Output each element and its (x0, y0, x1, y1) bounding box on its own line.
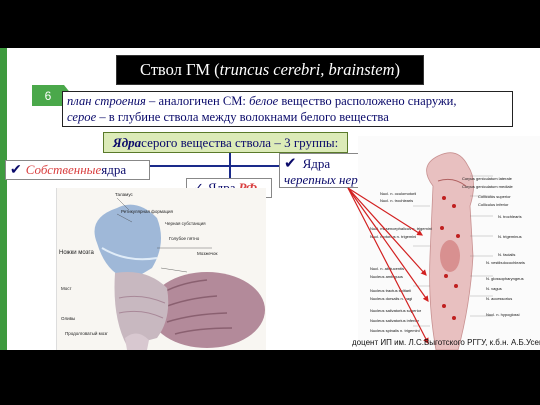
label-bl-spot: Голубое пятно (169, 236, 200, 241)
groups-bold: Ядра (112, 134, 142, 150)
brain-drawing (94, 197, 265, 350)
brainstem-illustration: Corpus geniculatum laterale Corpus genic… (358, 136, 540, 350)
stem-label: Colliculus inferior (478, 202, 509, 207)
stem-label: Nucleus ambiguus (370, 274, 403, 279)
label-gray-sub: Черная субстанция (165, 221, 206, 226)
pointer-line (160, 267, 188, 273)
medulla-shape (125, 333, 149, 350)
plan-text-1: – аналогичен СМ: (145, 94, 250, 108)
stem-label: N. vagus (486, 286, 502, 291)
label-reticular: Ретикулярная формация (121, 209, 173, 214)
label-cerebellum: Мозжечок (197, 251, 218, 256)
plan-white-term: белое (249, 94, 279, 108)
leader-lines (413, 175, 493, 327)
arrow (347, 187, 424, 236)
stem-label: Nucleus tractus solitarii (370, 288, 412, 293)
stem-label: Nucleus spinalis n. trigemini (370, 328, 420, 333)
stem-label: Nucl. n. oculomotorii (380, 191, 417, 196)
check-icon: ✓ (193, 180, 204, 196)
slide-number-badge: 6 (32, 85, 72, 106)
slide-number: 6 (44, 88, 52, 103)
author-footer: доцент ИП им. Л.С.Выготского РГГУ, к.б.н… (352, 338, 540, 347)
slide: 6 Ствол ГМ (truncus cerebri, brainstem) … (0, 48, 540, 350)
plan-gray-term: серое (67, 110, 97, 124)
nuclei-markers (440, 196, 460, 320)
brain-illustration: Таламус Ретикулярная формация Черная суб… (56, 188, 266, 350)
stem-label: Corpus geniculatum laterale (462, 176, 512, 181)
stem-label: Nucl. n. trochlearis (380, 198, 414, 203)
plan-term: план строения (67, 94, 146, 108)
stem-label: N. trochlearis (498, 214, 522, 219)
arrow (347, 187, 429, 345)
plan-text-2: вещество расположено снаружи, (278, 94, 457, 108)
plan-text-3: – в глубине ствола между волокнами белог… (96, 110, 389, 124)
title-close: ) (394, 60, 401, 79)
label-tectum: Таламус (115, 192, 133, 197)
own-nuclei-box: ✔ Собственные ядра (5, 160, 150, 180)
stem-label: N. glossopharyngeus (486, 276, 524, 281)
arrow (347, 187, 427, 276)
accent-bar (0, 48, 7, 350)
label-legs: Ножки мозга (59, 250, 94, 256)
cerebellum-shape (149, 272, 265, 348)
nuclei-groups-heading: Ядра серого вещества ствола – 3 группы: (103, 132, 348, 153)
pointer-line (116, 213, 133, 223)
label-olive: Оливы (61, 316, 76, 321)
stem-label: Nucl. mesencephalicus n. trigemini (370, 226, 432, 231)
stem-label: N. accessorius (486, 296, 513, 301)
check-icon: ✔ (10, 162, 22, 178)
stem-label: Nucleus salivatorius inferior (370, 318, 419, 323)
connector-line (150, 165, 340, 167)
groups-rest: серого вещества ствола – 3 группы: (141, 134, 339, 150)
stem-label: Corpus geniculatum mediale (462, 184, 513, 189)
brainstem-drawing (413, 152, 493, 350)
midbrain-highlight (101, 247, 158, 261)
slide-title: Ствол ГМ (truncus cerebri, brainstem) (117, 56, 423, 84)
check-icon: ✔ (284, 156, 297, 172)
stem-label: Colliculus superior (478, 194, 511, 199)
stem-label: Nucleus salivatorius superior (370, 308, 422, 313)
cranial-arrows (347, 187, 429, 345)
label-bridge: Мост (61, 286, 72, 291)
title-latin: truncus cerebri, brainstem (219, 60, 395, 79)
cranial-line2: черепных нервов (284, 172, 376, 187)
stem-label: Nucl. motorius n. trigemini (370, 234, 417, 239)
stem-detail (437, 178, 467, 187)
arrow (347, 187, 429, 302)
pons-shape (114, 272, 169, 346)
midbrain-shape (94, 204, 161, 280)
stem-label: N. vestibulocochlearis (486, 260, 525, 265)
stem-label: Nucl. n. abducentis (370, 266, 405, 271)
title-plain: Ствол ГМ ( (139, 60, 220, 79)
structure-plan-box: план строения – аналогичен СМ: белое вещ… (62, 91, 513, 127)
stem-label: N. facialis (498, 252, 516, 257)
cerebellum-folia (156, 279, 233, 335)
pointer-line (116, 197, 130, 211)
stem-label: Nucleus dorsalis n. vagi (370, 296, 413, 301)
connector-line (229, 153, 231, 178)
own-nuclei-italic: Собственные (25, 162, 102, 177)
pons-nuclei (440, 240, 460, 272)
pons-lines (118, 295, 166, 319)
stem-label: N. trigeminus (498, 234, 522, 239)
stem-label: Nucl. n. hypoglossi (486, 312, 520, 317)
own-nuclei-plain: ядра (101, 162, 127, 177)
label-medulla: Продолговатый мозг (65, 331, 108, 336)
cranial-line1: Ядра (302, 156, 331, 171)
